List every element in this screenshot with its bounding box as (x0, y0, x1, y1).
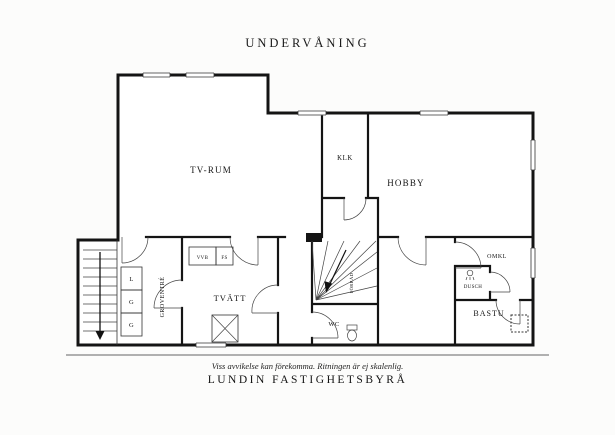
disclaimer-text: Viss avvikelse kan förekomma. Ritningen … (211, 361, 404, 371)
interior-walls (144, 111, 535, 347)
flue-stack (306, 233, 322, 242)
room-label-omkl: OMKL (487, 254, 507, 260)
room-label-hobby: HOBBY (387, 178, 425, 188)
door-groventre-side (153, 279, 183, 309)
door-tvatt-top (229, 236, 259, 266)
closet-box-3 (120, 312, 143, 337)
door-swings (121, 197, 521, 339)
winder-arrowhead-icon (324, 281, 333, 293)
winder-arrow-icon (327, 249, 347, 289)
sauna-heater-icon (510, 314, 529, 333)
fs-box (215, 246, 234, 266)
label-fs: FS (221, 256, 227, 261)
door-dusch (489, 271, 511, 293)
fixtures (120, 246, 529, 343)
winder-staircase (311, 240, 378, 301)
windows (142, 72, 536, 348)
door-omkl (454, 241, 482, 269)
room-label-klk: KLK (337, 155, 353, 162)
door-klk (343, 197, 367, 221)
room-label-forrad: FÖRRÅD (349, 272, 354, 293)
shower-icon (465, 269, 475, 281)
exterior-walls (76, 73, 535, 347)
closet-label-l: L (129, 276, 133, 283)
room-label-tvatt: TVÄTT (214, 293, 247, 303)
room-label-dusch: DUSCH (464, 285, 483, 290)
door-hobby (397, 236, 427, 266)
straight-staircase (83, 240, 118, 345)
page-title: UNDERVÅNING (245, 36, 370, 50)
closet-label-g1: G (129, 299, 134, 306)
room-label-groventre: GROVENTRÉ (158, 277, 166, 318)
door-groventre-top (121, 236, 149, 264)
closet-label-g2: G (129, 322, 134, 329)
room-label-bastu: BASTU (473, 309, 504, 318)
stair-down-arrowhead-icon (95, 331, 105, 340)
agency-name: LUNDIN FASTIGHETSBYRÅ (207, 374, 408, 386)
door-wc (311, 311, 339, 339)
label-vvb: VVB (197, 256, 209, 261)
washer-icon (211, 314, 239, 343)
room-label-tv-rum: TV-RUM (190, 165, 232, 175)
room-label-wc: WC (328, 321, 339, 328)
door-tvatt-side (251, 284, 279, 314)
door-bastu (495, 299, 521, 325)
toilet-icon (346, 324, 358, 342)
